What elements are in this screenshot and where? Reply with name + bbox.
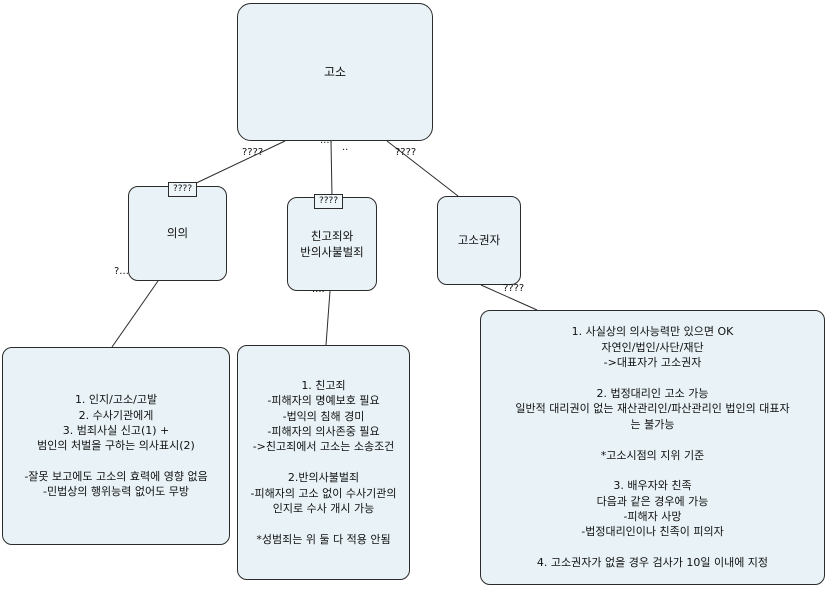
detail-node-gosogwonja[interactable]: 1. 사실상의 의사능력만 있으면 OK 자연인/법인/사단/재단 ->대표자가… (480, 310, 825, 585)
concept-node-uiui[interactable]: 의의 (128, 186, 227, 281)
connector-line-root-chingojoe (330, 140, 333, 198)
edge-label-root-uiui[interactable]: ???? (242, 147, 264, 158)
connector-line-gosogwonja-leaf (480, 284, 538, 311)
connector-line-uiui-leaf (111, 280, 159, 348)
edge-label-gosogwonja-leaf[interactable]: ???? (503, 283, 525, 294)
edge-dots-root-a: .... (320, 135, 333, 146)
edge-dots-root-b: .. (342, 142, 349, 153)
connector-line-chingojoe-leaf (325, 290, 331, 346)
connector-line-root-gosogwonja (386, 140, 459, 197)
concept-node-chingojoe[interactable]: 친고죄와 반의사불벌죄 (287, 197, 377, 291)
edge-label-chingojoe-leaf[interactable]: .... (312, 284, 325, 295)
concept-node-gosogwonja[interactable]: 고소권자 (437, 196, 521, 285)
concept-node-goso[interactable]: 고소 (237, 3, 433, 141)
link-tag-uiui[interactable]: ???? (168, 182, 198, 197)
edge-label-root-gosogwonja[interactable]: ???? (395, 147, 417, 158)
edge-label-uiui-leaf[interactable]: ?... (114, 266, 129, 277)
connector-line-root-uiui (189, 140, 286, 187)
detail-node-chingojoe[interactable]: 1. 친고죄 -피해자의 명예보호 필요 -법익의 침해 경미 -피해자의 의사… (237, 345, 410, 580)
link-tag-chingojoe[interactable]: ???? (314, 194, 344, 209)
detail-node-uiui[interactable]: 1. 인지/고소/고발 2. 수사기관에게 3. 범죄사실 신고(1) + 범인… (2, 347, 230, 545)
